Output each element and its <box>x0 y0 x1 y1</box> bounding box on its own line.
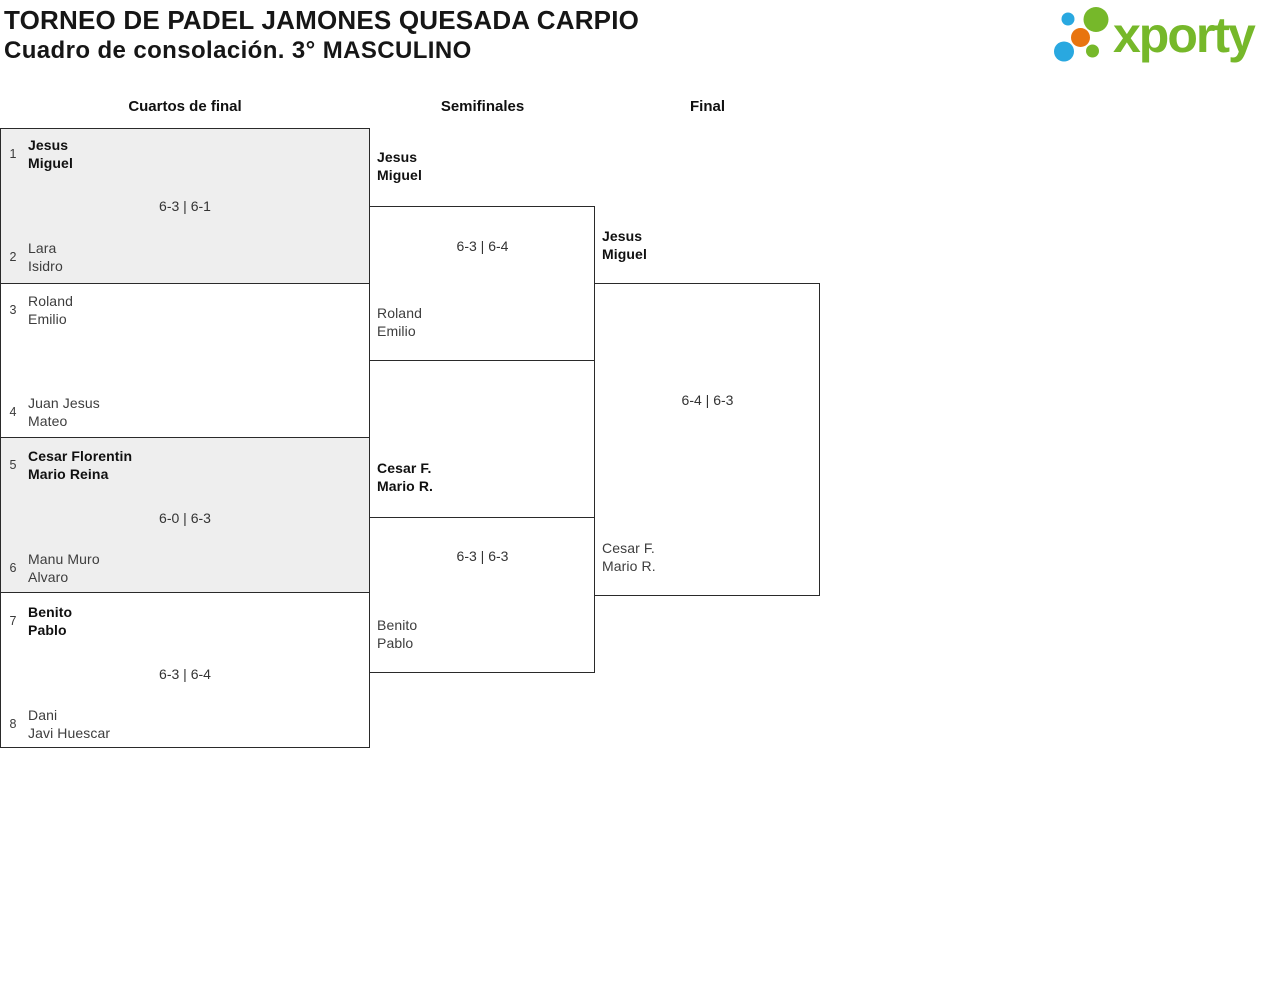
round-header-final: Final <box>689 98 725 115</box>
team-row-final-bottom: Cesar F. Mario R. <box>602 539 656 575</box>
logo-dot-green-small <box>1086 44 1099 58</box>
team-names: Jesus Miguel <box>28 136 73 172</box>
team-names: Cesar F. Mario R. <box>602 539 656 575</box>
bracket-subtitle: Cuadro de consolación. 3° MASCULINO <box>4 37 472 64</box>
logo-dot-blue-small <box>1061 12 1075 26</box>
player-name: Roland <box>377 305 422 321</box>
player-name: Miguel <box>602 246 647 262</box>
match-box-sf2 <box>369 517 595 673</box>
team-names: Cesar Florentin Mario Reina <box>28 447 132 483</box>
player-name: Pablo <box>28 622 67 638</box>
match-score-sf1: 6-3 | 6-4 <box>456 238 509 254</box>
team-row-sf2-bottom: Benito Pablo <box>377 616 417 652</box>
match-box-qf1 <box>0 128 370 284</box>
team-names: Dani Javi Huescar <box>28 706 110 742</box>
player-name: Alvaro <box>28 569 69 585</box>
player-name: Emilio <box>377 323 416 339</box>
player-name: Lara <box>28 240 57 256</box>
logo-dot-green-large <box>1083 7 1109 32</box>
team-names: Jesus Miguel <box>602 227 647 263</box>
seed-number: 2 <box>9 250 17 264</box>
team-names: Lara Isidro <box>28 239 63 275</box>
team-row-seed-3: 3 Roland Emilio <box>6 292 73 328</box>
player-name: Roland <box>28 293 73 309</box>
team-row-final-top: Jesus Miguel <box>602 227 647 263</box>
player-name: Emilio <box>28 311 67 327</box>
team-row-seed-2: 2 Lara Isidro <box>6 239 63 275</box>
player-name: Javi Huescar <box>28 725 111 741</box>
match-box-qf2 <box>0 283 370 438</box>
team-row-sf1-top: Jesus Miguel <box>377 148 422 184</box>
player-name: Miguel <box>377 167 422 183</box>
xporty-logo-text: xporty <box>1113 7 1256 63</box>
player-name: Jesus <box>602 228 643 244</box>
team-row-sf2-top: Cesar F. Mario R. <box>377 459 433 495</box>
team-names: Benito Pablo <box>377 616 417 652</box>
player-name: Benito <box>377 617 418 633</box>
team-names: Roland Emilio <box>377 304 422 340</box>
tournament-title: TORNEO DE PADEL JAMONES QUESADA CARPIO <box>4 5 640 35</box>
team-row-seed-4: 4 Juan Jesus Mateo <box>6 394 100 430</box>
team-names: Cesar F. Mario R. <box>377 459 433 495</box>
seed-number: 6 <box>9 561 17 575</box>
player-name: Cesar F. <box>377 460 432 476</box>
seed-number: 7 <box>9 614 17 628</box>
match-score-final: 6-4 | 6-3 <box>681 392 734 408</box>
team-names: Benito Pablo <box>28 603 72 639</box>
player-name: Jesus <box>28 137 69 153</box>
player-name: Mateo <box>28 413 68 429</box>
logo-dot-blue-large <box>1054 41 1074 62</box>
team-row-seed-5: 5 Cesar Florentin Mario Reina <box>6 447 133 483</box>
seed-number: 3 <box>9 303 17 317</box>
player-name: Jesus <box>377 149 418 165</box>
xporty-logo[interactable]: xporty <box>1049 4 1256 66</box>
player-name: Cesar Florentin <box>28 448 133 464</box>
player-name: Cesar F. <box>602 540 655 556</box>
team-row-seed-8: 8 Dani Javi Huescar <box>6 706 111 742</box>
team-names: Jesus Miguel <box>377 148 422 184</box>
player-name: Dani <box>28 707 58 723</box>
xporty-logo-icon <box>1054 7 1109 62</box>
match-score-qf4: 6-3 | 6-4 <box>159 666 211 682</box>
player-name: Benito <box>28 604 73 620</box>
team-names: Juan Jesus Mateo <box>28 394 100 430</box>
round-header-cuartos-de-final: Cuartos de final <box>128 98 242 115</box>
seed-number: 1 <box>9 147 17 161</box>
round-header-semifinales: Semifinales <box>440 98 525 115</box>
seed-number: 5 <box>9 458 17 472</box>
player-name: Miguel <box>28 155 73 171</box>
team-row-seed-7: 7 Benito Pablo <box>6 603 73 639</box>
player-name: Isidro <box>28 258 63 274</box>
player-name: Pablo <box>377 635 414 651</box>
player-name: Mario R. <box>602 558 656 574</box>
team-row-seed-1: 1 Jesus Miguel <box>6 136 73 172</box>
seed-number: 4 <box>9 405 17 419</box>
match-score-sf2: 6-3 | 6-3 <box>456 548 509 564</box>
match-box-final <box>594 283 820 596</box>
match-box-sf1 <box>369 206 595 361</box>
team-names: Roland Emilio <box>28 292 73 328</box>
player-name: Manu Muro <box>28 551 100 567</box>
team-names: Manu Muro Alvaro <box>28 550 100 586</box>
team-row-sf1-bottom: Roland Emilio <box>377 304 422 340</box>
match-score-qf3: 6-0 | 6-3 <box>159 510 211 526</box>
logo-dot-orange <box>1071 28 1090 47</box>
player-name: Mario Reina <box>28 466 109 482</box>
player-name: Mario R. <box>377 478 434 494</box>
player-name: Juan Jesus <box>28 395 100 411</box>
match-score-qf1: 6-3 | 6-1 <box>159 198 211 214</box>
team-row-seed-6: 6 Manu Muro Alvaro <box>6 550 100 586</box>
seed-number: 8 <box>9 717 17 731</box>
match-box-qf4 <box>0 592 370 748</box>
